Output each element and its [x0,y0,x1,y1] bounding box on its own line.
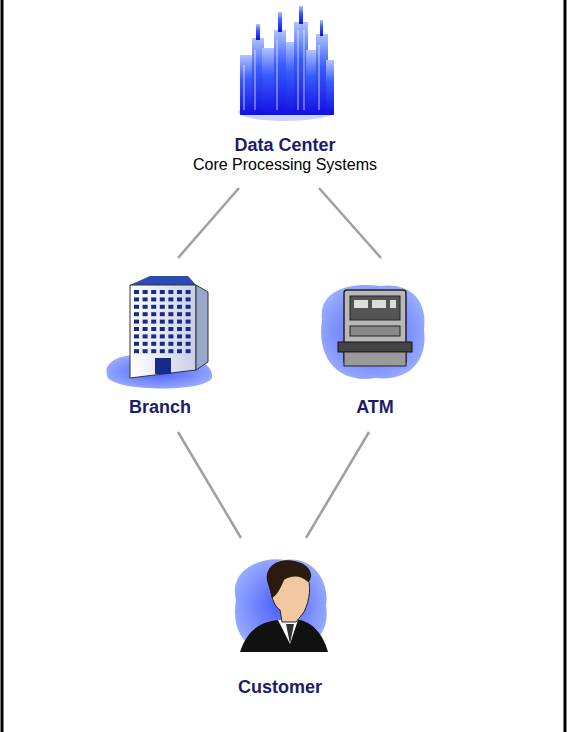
node-subtitle: Core Processing Systems [193,156,377,174]
node-label: Branch [129,397,191,418]
node-label: ATM [356,397,394,418]
branch-node: Branch [100,272,220,418]
customer-node: Customer [215,552,345,698]
atm-node: ATM [315,272,435,418]
connector-line [178,432,241,538]
city-icon [238,6,334,121]
person-icon [235,559,328,652]
page-border [564,0,567,732]
atm-icon [321,285,424,379]
connector-line [178,188,239,258]
connector-line [306,432,369,538]
connector-line [319,188,381,258]
page-border [1,0,4,732]
node-label: Customer [238,677,322,698]
building-icon [106,276,212,389]
data-center-node: Data CenterCore Processing Systems [185,8,385,174]
node-label: Data Center [234,135,335,156]
